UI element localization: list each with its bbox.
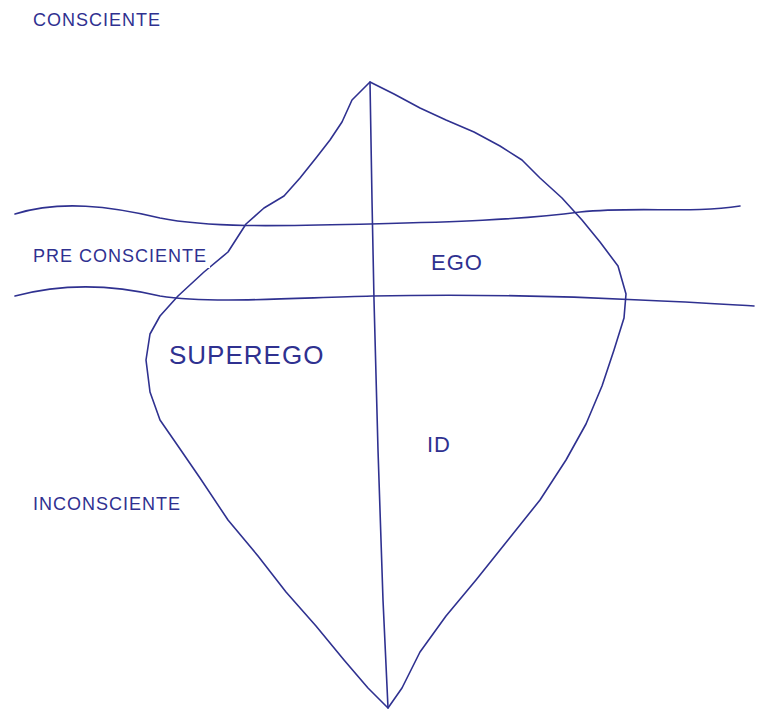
part-label: ID: [424, 432, 454, 458]
divider-line: [370, 82, 388, 708]
iceberg-outline: [146, 82, 626, 708]
zone-label: CONSCIENTE: [30, 10, 164, 32]
upper-water-line: [15, 206, 740, 226]
zone-label: PRE CONSCIENTE: [30, 246, 210, 268]
part-label: SUPEREGO: [166, 340, 327, 371]
lower-water-line: [15, 287, 754, 306]
zone-label: INCONSCIENTE: [30, 494, 184, 516]
part-label: EGO: [428, 250, 486, 276]
